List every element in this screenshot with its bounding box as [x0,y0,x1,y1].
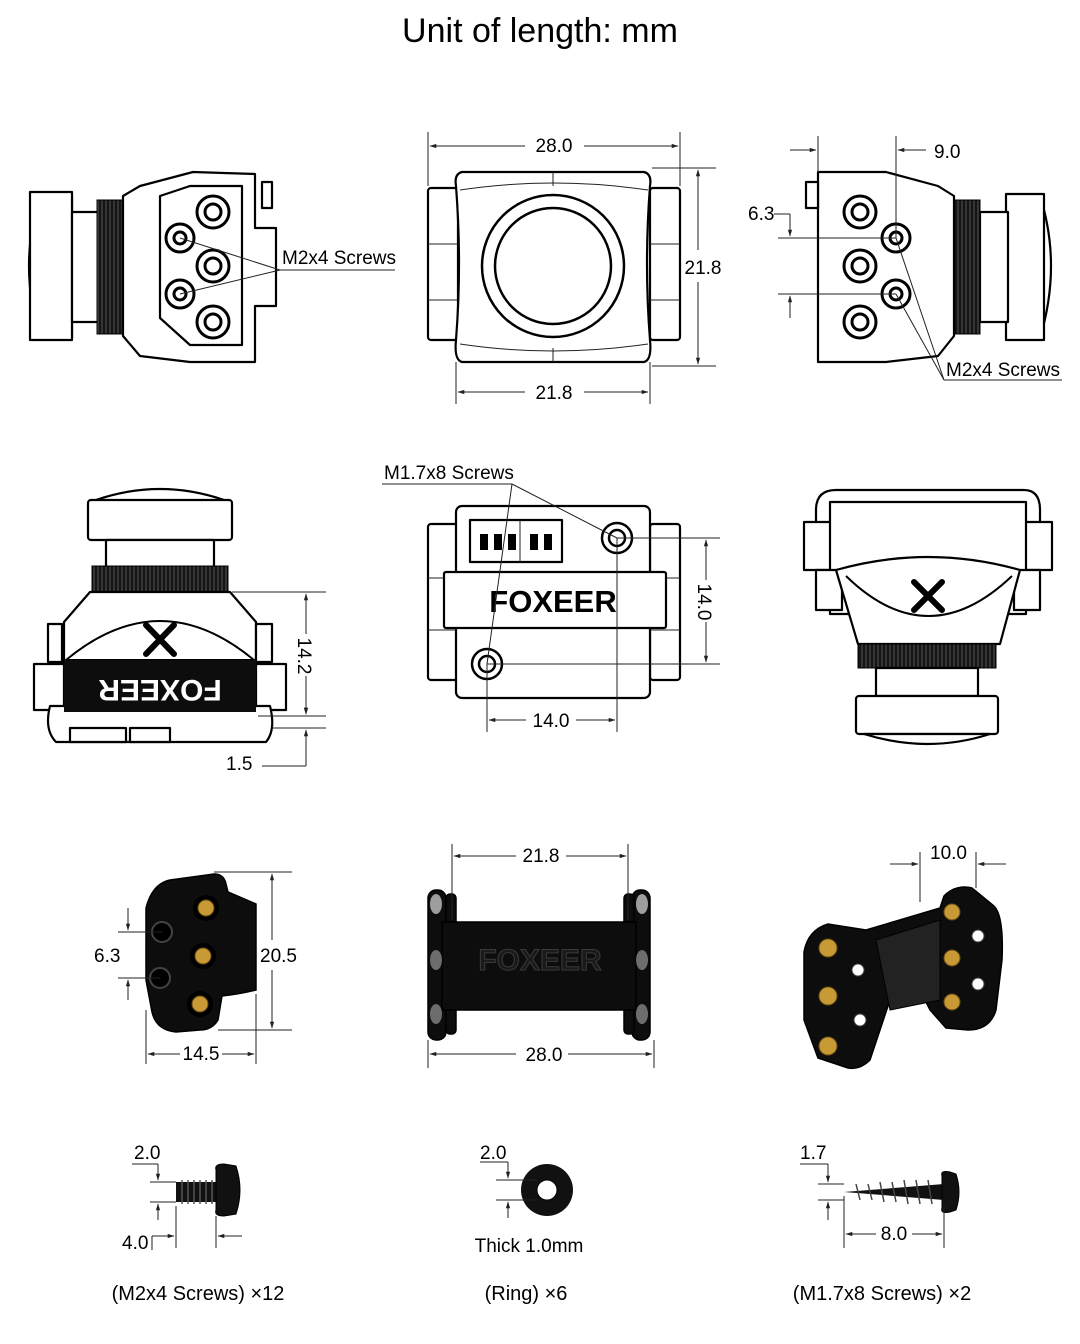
front-bottom-dimension: 21.8 [455,362,651,404]
svg-text:1.7: 1.7 [800,1143,826,1164]
bracket-height-dimension: 20.5 [214,871,297,1031]
m17x8-label: M1.7x8 Screws [384,463,514,484]
brand-label-bottom: FOXEER [98,673,222,706]
bottom-gap-dimension: 1.5 [226,700,326,775]
bracket-flat [145,873,257,1033]
camera-bottom-view: FOXEER [32,487,288,744]
svg-text:21.8: 21.8 [536,383,573,404]
m17x8-screws-callout: M1.7x8 Screws [382,463,618,665]
front-height-dimension: 21.8 [652,167,722,367]
foxeer-x-logo [143,622,177,657]
bracket-width-dimension: 14.5 [145,994,257,1065]
svg-text:14.5: 14.5 [183,1044,220,1065]
long-screw-head-dimension: 1.7 [800,1143,844,1220]
m2x4-label-left: M2x4 Screws [282,248,396,269]
bracket-3d-dimension: 10.0 [890,843,1006,902]
svg-text:28.0: 28.0 [536,136,573,157]
ring [521,1164,573,1216]
long-screw-length-dimension: 8.0 [843,1196,945,1248]
camera-front-view [426,170,682,364]
svg-text:8.0: 8.0 [881,1224,907,1245]
svg-text:10.0: 10.0 [930,843,967,864]
svg-text:6.3: 6.3 [748,204,774,225]
screw-head-dimension: 2.0 [132,1143,176,1220]
svg-text:2.0: 2.0 [480,1143,506,1164]
page-title: Unit of length: mm [402,12,678,50]
svg-text:28.0: 28.0 [526,1045,563,1066]
m2x4-screw [176,1163,241,1217]
front-width-dimension: 28.0 [427,132,681,186]
m2x4-screws-callout-right: M2x4 Screws [895,237,1062,381]
svg-text:21.8: 21.8 [685,258,722,279]
back-width-dimension: 14.0 [486,538,618,732]
camera-top-view [802,488,1054,746]
caption-ring: (Ring) ×6 [485,1283,568,1305]
bracket-3d [803,886,1004,1070]
svg-text:14.0: 14.0 [533,711,570,732]
brand-emboss: FOXEER [478,944,602,977]
ring-thickness: Thick 1.0mm [475,1236,584,1257]
foxeer-x-logo-top [911,579,945,613]
m2x4-label-right: M2x4 Screws [946,360,1060,381]
svg-text:4.0: 4.0 [122,1233,148,1254]
svg-text:6.3: 6.3 [94,946,120,967]
bracket-hole-dimension: 6.3 [94,908,162,1000]
m2x4-screws-callout-left: M2x4 Screws [179,237,396,295]
brand-label-back: FOXEER [489,584,616,619]
svg-text:14.0: 14.0 [693,584,714,621]
mount-bracket: FOXEER [427,889,651,1041]
m17x8-screw [844,1171,960,1213]
side-hole-dimension: 6.3 [748,204,896,318]
svg-text:20.5: 20.5 [260,946,297,967]
svg-text:1.5: 1.5 [226,754,252,775]
camera-back-view: FOXEER [426,504,682,700]
mount-top-dimension: 21.8 [451,844,629,920]
caption-screws: (M2x4 Screws) ×12 [112,1283,285,1305]
side-offset-dimension: 9.0 [790,136,960,238]
screw-length-dimension: 4.0 [122,1206,242,1254]
camera-side-view-left [27,170,278,364]
svg-text:14.2: 14.2 [293,638,314,675]
mount-bottom-dimension: 28.0 [427,1040,655,1068]
svg-text:21.8: 21.8 [523,846,560,867]
back-height-dimension: 14.0 [487,537,720,665]
caption-long-screws: (M1.7x8 Screws) ×2 [793,1283,971,1305]
svg-text:9.0: 9.0 [934,142,960,163]
ring-dimension: 2.0 [480,1143,537,1218]
svg-text:2.0: 2.0 [134,1143,160,1164]
